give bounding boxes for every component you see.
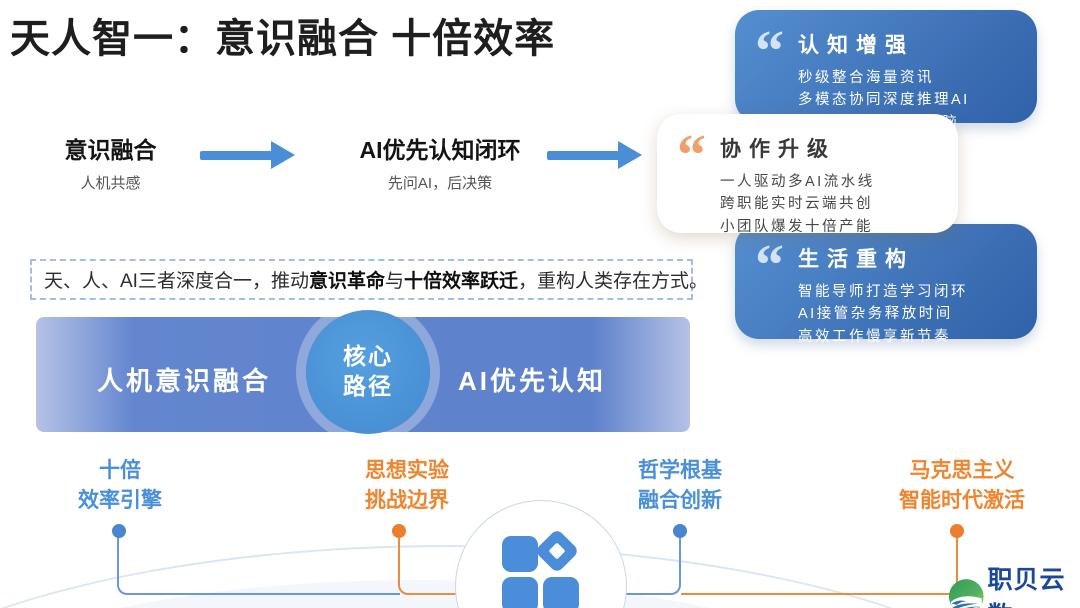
card-line: 多模态协同深度推理AI xyxy=(798,92,970,109)
pillar-line: 融合创新 xyxy=(638,488,722,512)
connector-line xyxy=(681,537,958,595)
flow-step-ai-first-loop: AI优先认知闭环 先问AI，后决策 xyxy=(335,131,545,193)
card-line: 秒级整合海量资讯 xyxy=(798,70,934,86)
pillar-line: 哲学根基 xyxy=(638,459,722,482)
pillar-efficiency-engine: 十倍 效率引擎 xyxy=(10,456,230,516)
core-circle-line1: 核心 xyxy=(343,343,393,370)
card-line: 一人驱动多AI流水线 xyxy=(720,174,875,190)
globe-wave-icon xyxy=(948,578,984,608)
card-title: 协作升级 xyxy=(720,138,836,161)
connector-dot xyxy=(112,524,126,538)
summary-text: ，重构人类存在方式。 xyxy=(518,271,709,292)
quote-icon: “ xyxy=(755,232,784,297)
pillar-line: 效率引擎 xyxy=(78,488,162,512)
banner-left-label: 人机意识融合 xyxy=(97,366,272,396)
arrow-right-icon xyxy=(200,141,295,169)
app-grid-icon xyxy=(502,577,538,608)
flow-step-label: AI优先认知闭环 xyxy=(359,137,521,163)
pillar-line: 马克思主义 xyxy=(909,459,1015,482)
card-line: 智能导师打造学习闭环 xyxy=(798,284,968,300)
card-line: 高效工作慢享新节奏 xyxy=(798,328,951,345)
pillar-thought-experiment: 思想实验 挑战边界 xyxy=(297,456,517,516)
summary-text: 与 xyxy=(384,271,404,292)
connector-dot xyxy=(673,524,687,538)
quote-icon: “ xyxy=(755,18,784,83)
pillar-philosophy-foundation: 哲学根基 融合创新 xyxy=(570,456,790,516)
pillar-line: 思想实验 xyxy=(365,459,449,482)
pillar-line: 挑战边界 xyxy=(365,488,449,512)
connector-line xyxy=(622,537,681,595)
arrow-right-icon xyxy=(547,141,642,169)
card-life-restructure: “ 生活重构 智能导师打造学习闭环 AI接管杂务释放时间 高效工作慢享新节奏 xyxy=(735,224,1037,345)
card-line: AI接管杂务释放时间 xyxy=(798,306,953,323)
flow-step-consciousness-fusion: 意识融合 人机共感 xyxy=(48,131,173,193)
flow-step-sublabel: 先问AI，后决策 xyxy=(387,175,493,192)
quote-icon: “ xyxy=(677,122,706,187)
connector-line xyxy=(398,537,458,595)
brand-name: 职贝云数 xyxy=(987,566,1066,608)
connector-line xyxy=(117,537,400,595)
summary-bold: 十倍效率跃迁 xyxy=(403,271,518,292)
card-title: 生活重构 xyxy=(798,248,914,271)
card-collaboration-upgrade: “ 协作升级 一人驱动多AI流水线 跨职能实时云端共创 小团队爆发十倍产能 xyxy=(657,114,958,235)
flow-step-label: 意识融合 xyxy=(64,137,157,163)
banner-right-label: AI优先认知 xyxy=(458,366,607,396)
card-cognition-boost: “ 认知增强 秒级整合海量资讯 多模态协同深度推理AI AI 并行伴生第二大脑 xyxy=(735,10,1037,131)
card-line: 跨职能实时云端共创 xyxy=(720,196,873,213)
app-grid-icon xyxy=(502,536,538,572)
pillar-line: 十倍 xyxy=(99,459,141,482)
core-path-circle: 核心 路径 xyxy=(306,310,430,434)
card-title: 认知增强 xyxy=(798,34,914,57)
connector-dot xyxy=(950,524,964,538)
flow-step-sublabel: 人机共感 xyxy=(80,175,141,192)
pillar-line: 智能时代激活 xyxy=(899,488,1025,512)
brand-logo: 职贝云数 xyxy=(948,560,1080,608)
app-grid-icon xyxy=(543,577,579,608)
pillar-marxism-activation: 马克思主义 智能时代激活 xyxy=(852,456,1072,516)
summary-bold: 意识革命 xyxy=(308,271,385,292)
summary-box: 天、人、AI三者深度合一，推动意识革命与十倍效率跃迁，重构人类存在方式。 xyxy=(30,259,708,300)
summary-text: 天、人、AI三者深度合一，推动 xyxy=(44,271,309,292)
core-circle-line2: 路径 xyxy=(343,373,393,399)
page-title: 天人智一：意识融合 十倍效率 xyxy=(10,17,556,61)
connector-dot xyxy=(392,524,406,538)
card-line: 小团队爆发十倍产能 xyxy=(720,218,873,235)
